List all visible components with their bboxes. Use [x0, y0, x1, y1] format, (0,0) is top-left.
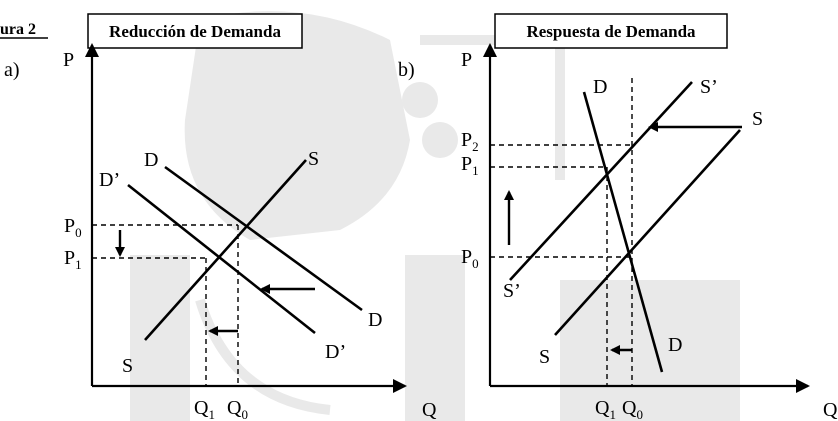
panel-a-new-demand-curve [127, 183, 316, 335]
panel-a-demand-label-top: D [144, 149, 158, 171]
panel-b-supply-label-bottom: S [539, 346, 550, 368]
panel-a-p0-label: P0 [64, 215, 82, 240]
panel-b-label: b) [398, 59, 415, 81]
panel-a-demand-curve [164, 165, 363, 312]
panel-b-title-box [494, 13, 728, 49]
figure-label: ura 2 [0, 21, 36, 38]
panel-b-p2-label: P2 [461, 129, 479, 154]
panel-b-p1-label: P1 [461, 153, 479, 178]
panel-b-p0-label: P0 [461, 246, 479, 271]
panel-a-q1-label: Q1 [194, 397, 215, 421]
panel-a: Reducción de Demanda a) P Q S S D D D’ D… [4, 13, 437, 421]
panel-b-q1-label: Q1 [595, 397, 616, 421]
panel-a-new-demand-label-bottom: D’ [325, 341, 346, 363]
panel-b-new-supply-curve [509, 81, 693, 281]
panel-a-p1-label: P1 [64, 247, 82, 272]
panel-a-supply-curve [144, 159, 307, 341]
panel-b-x-axis-label: Q [823, 399, 838, 421]
panel-b-supply-curve [554, 129, 741, 336]
panel-b-supply-label-top: S [752, 108, 763, 130]
panel-a-supply-label-top: S [308, 148, 319, 170]
panel-b-demand-curve [582, 91, 664, 373]
panel-a-new-demand-label-top: D’ [99, 169, 120, 191]
watermark [130, 11, 740, 421]
panel-b-title: Respuesta de Demanda [526, 22, 696, 41]
panel-b-demand-label-bottom: D [668, 334, 682, 356]
panel-a-title-box [87, 13, 303, 49]
panel-a-supply-label-bottom: S [122, 355, 133, 377]
panel-a-label: a) [4, 59, 20, 81]
panel-a-x-axis-label: Q [422, 399, 437, 421]
panel-a-y-axis-label: P [63, 49, 74, 71]
panel-b-demand-label-top: D [593, 76, 607, 98]
panel-b-y-axis-label: P [461, 49, 472, 71]
panel-b-q0-label: Q0 [622, 397, 643, 421]
panel-a-q0-label: Q0 [227, 397, 248, 421]
panel-b-new-supply-label-top: S’ [700, 76, 718, 98]
panel-b: Respuesta de Demanda b) P Q D D S S S’ S… [398, 13, 838, 421]
panel-b-new-supply-label-bottom: S’ [503, 280, 521, 302]
panel-a-title: Reducción de Demanda [109, 22, 281, 41]
panel-a-demand-label-bottom: D [368, 309, 382, 331]
